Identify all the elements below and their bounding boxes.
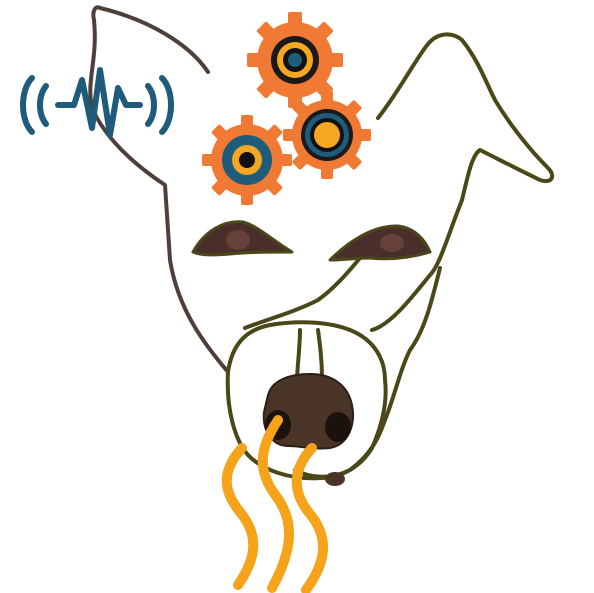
left-ear-outline xyxy=(88,5,230,374)
nose-bridge-left xyxy=(295,328,302,380)
gear-icon xyxy=(247,12,343,108)
gear-icon xyxy=(283,91,371,179)
steam-icon xyxy=(221,415,328,593)
brow-line-right xyxy=(243,256,362,330)
muzzle-outline xyxy=(225,320,388,481)
nose-tip-dot xyxy=(325,472,345,486)
right-eye-pupil xyxy=(380,234,404,252)
left-eye-pupil xyxy=(226,230,250,250)
nose-bridge-right xyxy=(316,328,324,380)
right-nostril xyxy=(325,412,351,442)
right-ear-outline xyxy=(370,32,555,332)
sound-wave-icon xyxy=(20,67,174,138)
right-eye xyxy=(328,224,432,262)
gear-icon xyxy=(202,115,292,205)
